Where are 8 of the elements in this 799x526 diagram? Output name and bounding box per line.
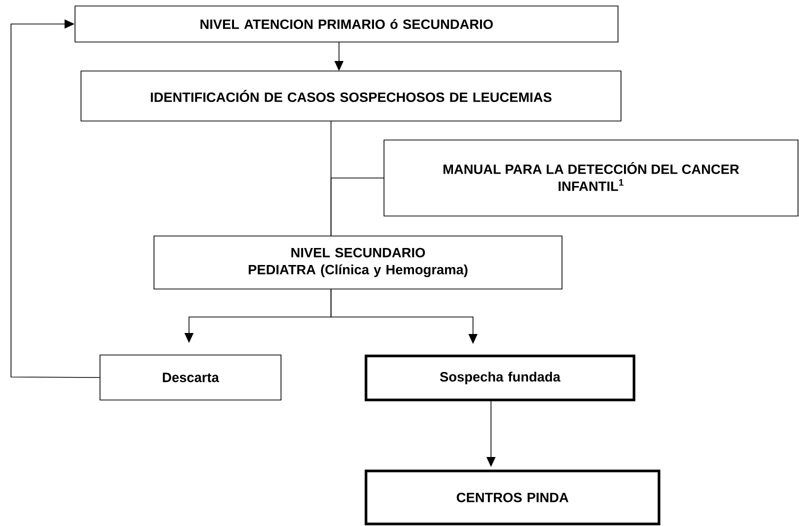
arrow <box>10 19 100 378</box>
process-box: IDENTIFICACIÓN DE CASOS SOSPECHOSOS DE LEUCEMIAS <box>80 70 622 122</box>
process-box: Sospecha fundada <box>364 354 636 402</box>
process-box: CENTROS PINDA <box>364 470 660 526</box>
process-box: NIVEL SECUNDARIO PEDIATRA (Clínica y Hemograma) <box>154 236 562 290</box>
process-box: NIVEL ATENCION PRIMARIO ó SECUNDARIO <box>74 6 618 42</box>
process-box: MANUAL PARA LA DETECCIÓN DEL CANCER INFANTIL$^{1}$ <box>384 140 798 216</box>
process-box: Descarta <box>100 354 282 400</box>
